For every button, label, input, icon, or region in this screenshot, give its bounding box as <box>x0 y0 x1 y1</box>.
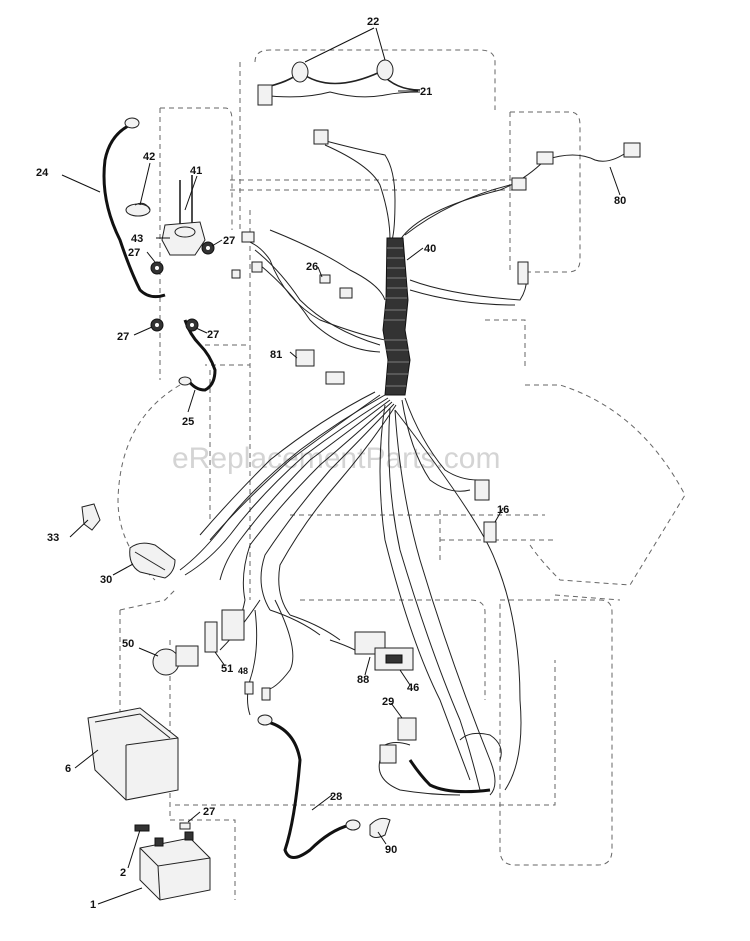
leader-lines <box>61 27 621 905</box>
battery-1 <box>139 837 211 901</box>
connector-loom-right <box>511 177 527 191</box>
top-connector <box>313 129 329 145</box>
connector-26-b <box>339 287 353 299</box>
connector-26-a <box>319 274 331 284</box>
connector-80-b <box>623 142 641 158</box>
callout-24: 24 <box>36 167 49 179</box>
switch-16 <box>483 521 497 543</box>
callout-43: 43 <box>131 233 143 245</box>
callout-22: 22 <box>367 16 379 28</box>
connector-51 <box>221 609 245 641</box>
callout-27-c: 27 <box>117 331 129 343</box>
callout-25: 25 <box>182 416 194 428</box>
nut-27-e <box>179 822 191 830</box>
components <box>81 117 497 901</box>
callout-51: 51 <box>221 663 233 675</box>
bolt-2 <box>134 824 150 832</box>
headlight-left <box>291 61 309 83</box>
callout-27-d: 27 <box>207 329 219 341</box>
callout-27-a: 27 <box>223 235 235 247</box>
callout-1: 1 <box>90 899 96 911</box>
callout-41: 41 <box>190 165 202 177</box>
side-connector <box>517 261 529 285</box>
ignition-switch-30 <box>129 542 176 579</box>
callout-21: 21 <box>420 86 432 98</box>
callout-28: 28 <box>330 791 342 803</box>
watermark-text: eReplacementParts.com <box>172 442 500 475</box>
callout-80: 80 <box>614 195 626 207</box>
connector-29 <box>379 744 397 764</box>
callout-88: 88 <box>357 674 369 686</box>
callout-33: 33 <box>47 532 59 544</box>
callout-26: 26 <box>306 261 318 273</box>
callout-46: 46 <box>407 682 419 694</box>
wire-loom <box>382 237 491 794</box>
connector-16-upper <box>474 479 490 501</box>
relay-81 <box>295 349 315 367</box>
callout-81: 81 <box>270 349 282 361</box>
callout-40: 40 <box>424 243 436 255</box>
connector-80-a <box>536 151 554 165</box>
headlight-right <box>376 59 394 81</box>
callout-30: 30 <box>100 574 112 586</box>
callout-29: 29 <box>382 696 394 708</box>
tractor-frame-outline <box>117 49 686 900</box>
callout-16: 16 <box>497 504 509 516</box>
terminal-28-a <box>257 714 273 726</box>
switch-29 <box>397 717 417 741</box>
terminal-25 <box>178 376 192 386</box>
callout-27-e: 27 <box>203 806 215 818</box>
callout-labels: 22 21 24 42 41 43 27 27 27 27 25 26 40 8… <box>36 16 626 911</box>
terminal-28-b <box>345 819 361 831</box>
headlight-connector <box>257 84 273 106</box>
battery-tray-6 <box>87 707 179 801</box>
callout-42: 42 <box>143 151 155 163</box>
callout-2: 2 <box>120 867 126 879</box>
module-33 <box>81 503 101 531</box>
callout-6: 6 <box>65 763 71 775</box>
switch-50 <box>175 645 199 667</box>
callout-50: 50 <box>122 638 134 650</box>
connector-81 <box>325 371 345 385</box>
terminal-24 <box>124 117 140 129</box>
knob-50 <box>152 648 180 676</box>
callout-48: 48 <box>238 666 248 676</box>
boot-90 <box>369 817 391 838</box>
terminal-top-left <box>241 231 255 243</box>
callout-27-b: 27 <box>128 247 140 259</box>
callout-90: 90 <box>385 844 397 856</box>
bracket-51 <box>204 621 218 653</box>
